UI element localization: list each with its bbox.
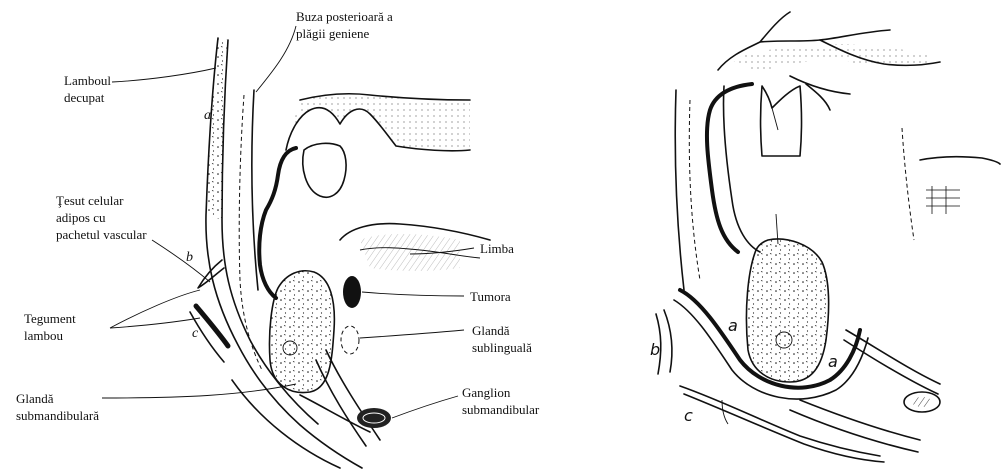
label-skin-flap-line2: lambou (24, 327, 76, 344)
r-muscle-2 (844, 340, 938, 394)
leader-tesut (152, 240, 210, 282)
label-lymph-node-line2: submandibular (462, 401, 539, 418)
label-lymph-node: Ganglion submandibular (462, 384, 539, 418)
r-face-line (675, 90, 684, 290)
leader-tegument-1 (110, 290, 200, 328)
label-fat-tissue-line2: adipos cu (56, 209, 147, 226)
r-maxilla-bottom (790, 76, 850, 94)
r-gland-texture (746, 239, 828, 382)
leader-tumora (362, 292, 464, 296)
tooth-outline (303, 143, 346, 197)
label-fat-tissue-line1: Ţesut celular (56, 192, 147, 209)
leader-ganglion (392, 396, 458, 418)
label-skin-flap: Tegument lambou (24, 310, 76, 344)
r-tongue-hatch (926, 186, 960, 214)
r-inner-line (723, 86, 760, 252)
letter-c-right: c (684, 406, 693, 425)
label-skin-flap-line1: Tegument (24, 310, 76, 327)
sublingual-gland (341, 326, 359, 354)
leader-lamboul (112, 68, 216, 82)
letter-c-left: c (192, 326, 198, 342)
flap-texture (206, 38, 228, 220)
r-tongue-dashed (902, 128, 914, 240)
label-submandibular-gland-line2: submandibulară (16, 407, 99, 424)
submandibular-gland-texture (269, 271, 334, 393)
tumor-mass (343, 276, 361, 308)
r-mandible-1 (800, 400, 920, 440)
label-cut-flap: Lamboul decupat (64, 72, 111, 106)
r-tooth (761, 86, 802, 156)
label-posterior-lip-line1: Buza posterioară a (296, 8, 393, 25)
label-sublingual-gland: Glandă sublinguală (472, 322, 532, 356)
label-tumor-text: Tumora (470, 288, 511, 305)
letter-a-right-2: a (828, 352, 838, 371)
leader-tegument-2 (110, 318, 200, 328)
r-flap-c (680, 386, 880, 456)
letter-b-left: b (186, 250, 193, 266)
r-maxilla-mid (760, 30, 890, 42)
label-tumor: Tumora (470, 288, 511, 305)
label-cut-flap-line2: decupat (64, 89, 111, 106)
r-lymph-node-texture (912, 397, 932, 407)
right-figure (656, 12, 1000, 462)
label-submandibular-gland: Glandă submandibulară (16, 390, 99, 424)
label-fat-tissue-line3: pachetul vascular (56, 226, 147, 243)
left-figure (102, 26, 490, 468)
label-lymph-node-line1: Ganglion (462, 384, 539, 401)
leader-buza (256, 26, 296, 92)
posterior-lip-line (252, 90, 258, 290)
label-tongue: Limba (480, 240, 514, 257)
label-submandibular-gland-line1: Glandă (16, 390, 99, 407)
r-tooth-root (772, 108, 778, 130)
label-tongue-text: Limba (480, 240, 514, 257)
lymph-node (357, 408, 391, 428)
tongue-texture (360, 234, 460, 271)
label-cut-flap-line1: Lamboul (64, 72, 111, 89)
maxilla-texture (286, 94, 470, 151)
label-sublingual-gland-line1: Glandă (472, 322, 532, 339)
label-fat-tissue: Ţesut celular adipos cu pachetul vascula… (56, 192, 147, 243)
label-posterior-lip-line2: plăgii geniene (296, 25, 393, 42)
r-flap-c2 (684, 394, 884, 462)
r-maxilla-texture (730, 44, 930, 72)
letter-b-right: b (650, 340, 660, 359)
letter-a-left: a (204, 108, 211, 124)
label-posterior-lip: Buza posterioară a plăgii geniene (296, 8, 393, 42)
letter-a-right-1: a (728, 316, 738, 335)
r-face-dashed (689, 100, 700, 280)
label-sublingual-gland-line2: sublinguală (472, 339, 532, 356)
r-muscle-1 (846, 330, 940, 384)
r-flap-b (664, 310, 672, 372)
r-tongue-outline (920, 157, 1000, 164)
r-gum-line (707, 84, 752, 252)
leader-sublingual (360, 330, 464, 338)
